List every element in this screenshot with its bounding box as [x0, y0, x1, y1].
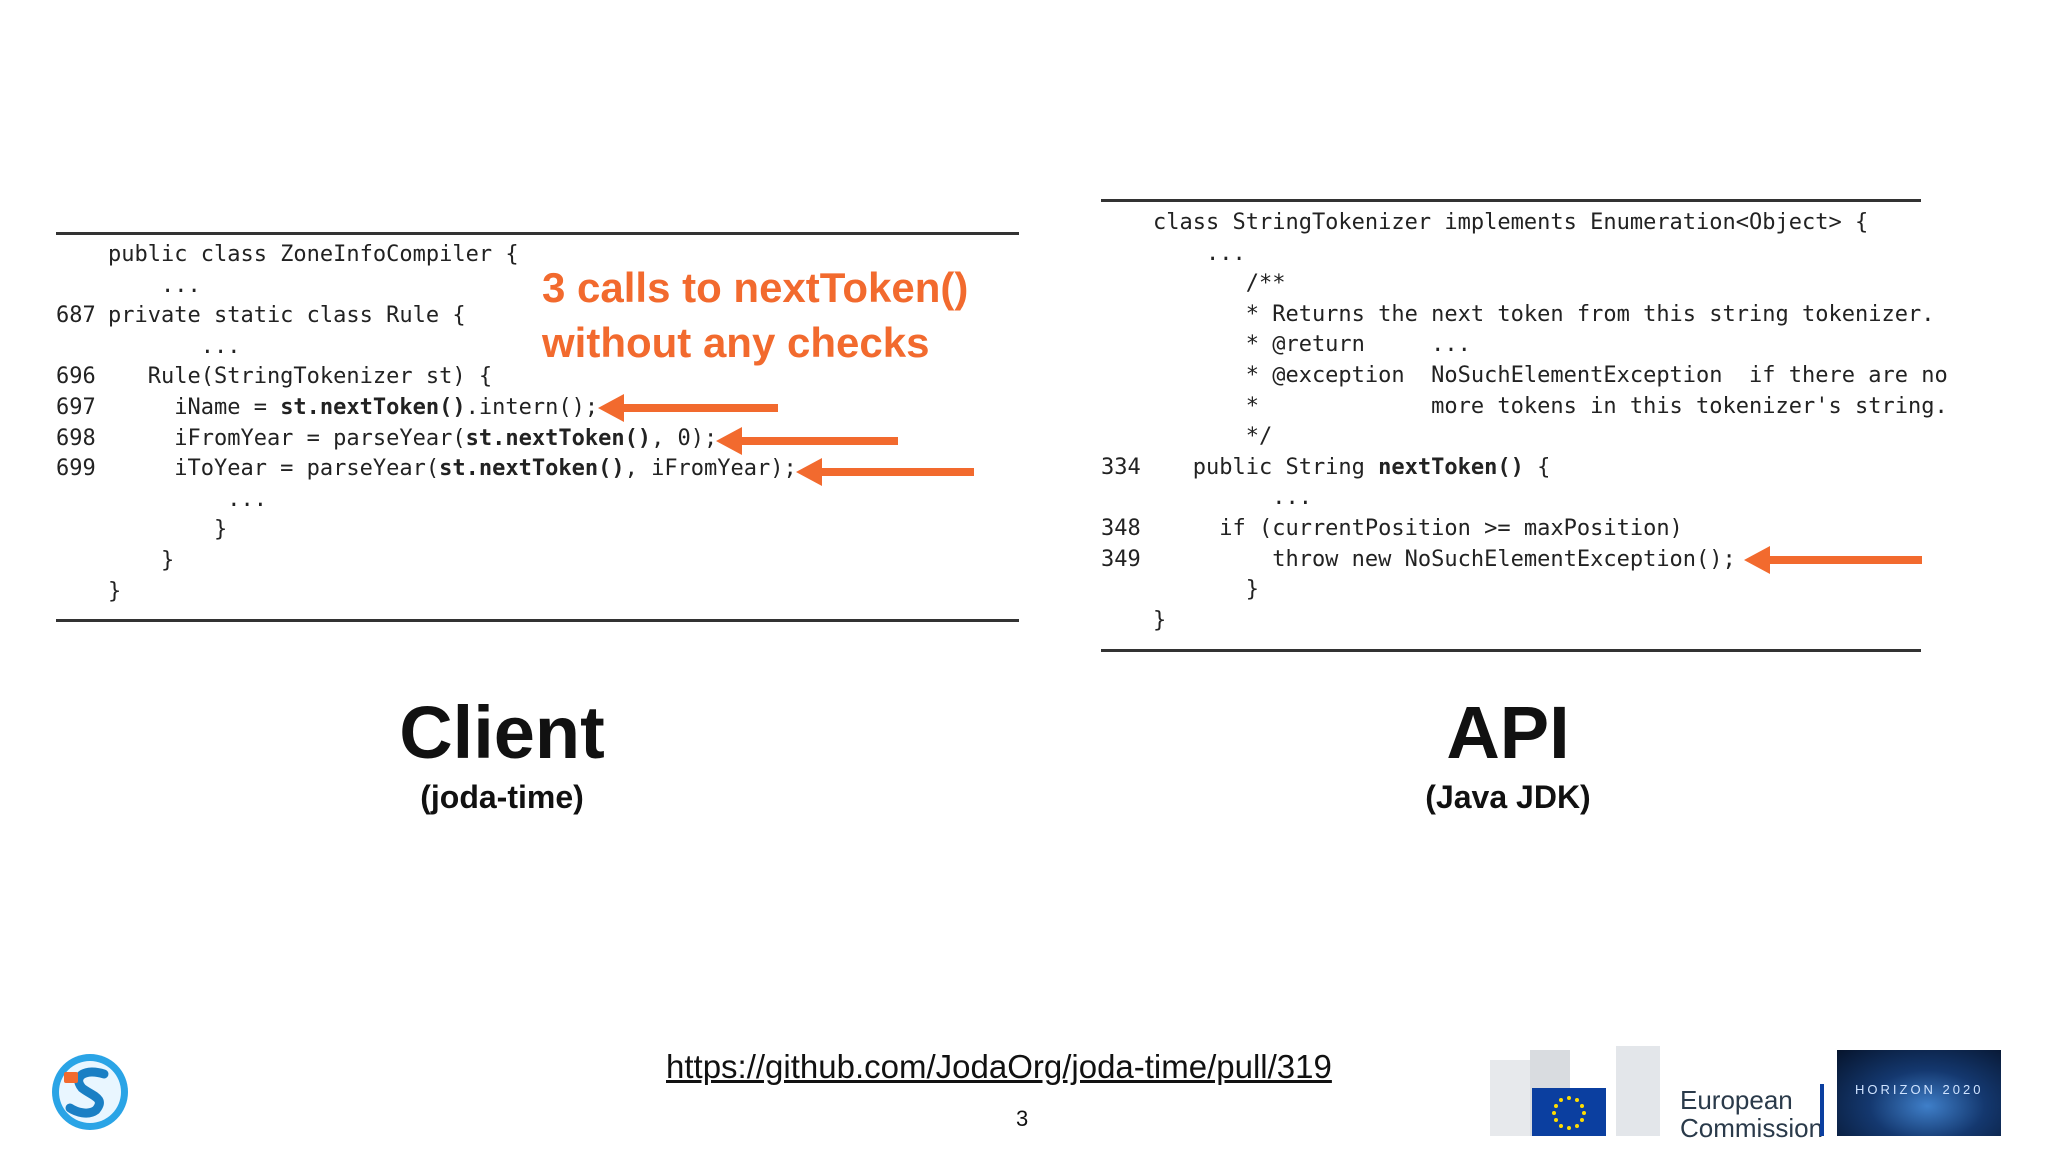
code-line: * Returns the next token from this strin… [1101, 300, 1948, 331]
client-top-rule [56, 232, 1019, 235]
code-line: 696 Rule(StringTokenizer st) { [56, 362, 797, 393]
code-text: ... [108, 333, 241, 359]
code-text: */ [1153, 424, 1273, 450]
code-text: } [108, 547, 175, 573]
code-text: * @return ... [1153, 332, 1471, 358]
code-text: private static class Rule { [108, 303, 466, 329]
annotation-line-1: 3 calls to nextToken() [542, 264, 969, 311]
code-text: * @exception NoSuchElementException if t… [1153, 362, 1948, 388]
code-line: } [56, 515, 797, 546]
code-text: if (currentPosition >= maxPosition) [1153, 515, 1683, 541]
code-line: 348 if (currentPosition >= maxPosition) [1101, 514, 1948, 545]
code-line: 687 private static class Rule { [56, 301, 797, 332]
line-number: 697 [56, 394, 96, 420]
ec-divider [1820, 1084, 1824, 1136]
code-line: class StringTokenizer implements Enumera… [1101, 208, 1948, 239]
api-code-block: class StringTokenizer implements Enumera… [1101, 208, 1948, 636]
code-line: * more tokens in this tokenizer's string… [1101, 392, 1948, 423]
code-line: 697 iName = st.nextToken().intern(); [56, 393, 797, 424]
european-commission-logo: European Commission [1490, 1046, 1824, 1142]
code-line: /** [1101, 269, 1948, 300]
code-line: ... [1101, 483, 1948, 514]
code-text-tail: { [1523, 454, 1551, 480]
line-number: 687 [56, 303, 96, 329]
arrow-349-icon [1744, 546, 1922, 574]
code-line: */ [1101, 422, 1948, 453]
client-code-block: public class ZoneInfoCompiler { ... 687 pr… [56, 240, 797, 607]
ec-label-line-1: European [1680, 1085, 1793, 1115]
code-line: } [1101, 606, 1948, 637]
line-number: 349 [1101, 546, 1141, 572]
client-heading: Client (joda-time) [300, 690, 704, 816]
client-subtitle: (joda-time) [420, 779, 584, 815]
page-number: 3 [1016, 1106, 1029, 1131]
line-number: 696 [56, 364, 96, 390]
code-text: ... [1153, 485, 1312, 511]
code-line: 699 iToYear = parseYear(st.nextToken(), … [56, 454, 797, 485]
code-line: * @exception NoSuchElementException if t… [1101, 361, 1948, 392]
horizon-2020-logo: HORIZON 2020 [1837, 1050, 2001, 1136]
code-text: throw new NoSuchElementException(); [1153, 546, 1736, 572]
ec-building-icon [1490, 1046, 1660, 1136]
arrow-699-icon [796, 458, 974, 486]
line-number: 334 [1101, 454, 1141, 480]
code-line: 349 throw new NoSuchElementException(); [1101, 545, 1948, 576]
code-text: ... [108, 272, 201, 298]
code-text-tail: , 0); [651, 425, 718, 451]
code-line: } [56, 577, 797, 608]
horizon-label: HORIZON 2020 [1855, 1082, 1984, 1097]
pull-request-link[interactable]: https://github.com/JodaOrg/joda-time/pul… [666, 1048, 1332, 1085]
annotation-line-2: without any checks [542, 319, 930, 366]
api-heading: API (Java JDK) [1306, 690, 1710, 816]
api-bottom-rule [1101, 649, 1921, 652]
code-line: ... [1101, 239, 1948, 270]
code-line: ... [56, 485, 797, 516]
code-text: * Returns the next token from this strin… [1153, 301, 1935, 327]
code-highlight: st.nextToken() [280, 394, 466, 420]
code-text: iName = [108, 394, 281, 420]
api-title: API [1446, 691, 1570, 774]
ec-label-line-2: Commission [1680, 1113, 1824, 1143]
api-subtitle: (Java JDK) [1425, 779, 1591, 815]
code-text: } [108, 517, 228, 543]
code-highlight: st.nextToken() [465, 425, 652, 451]
code-text: iToYear = parseYear( [108, 456, 440, 482]
code-text: /** [1153, 271, 1286, 297]
code-text: public String [1153, 454, 1379, 480]
code-text: public class ZoneInfoCompiler { [108, 242, 519, 267]
code-text: ... [1153, 240, 1246, 266]
code-text: iFromYear = parseYear( [108, 425, 466, 451]
code-highlight: nextToken() [1378, 454, 1524, 480]
code-line: 334 public String nextToken() { [1101, 453, 1948, 484]
code-text: } [1153, 577, 1259, 603]
arrow-698-icon [716, 427, 898, 455]
code-text-tail: , iFromYear); [624, 456, 797, 482]
line-number: 699 [56, 456, 96, 482]
code-line: 698 iFromYear = parseYear(st.nextToken()… [56, 424, 797, 455]
client-bottom-rule [56, 619, 1019, 622]
code-text: } [108, 578, 122, 604]
code-line: * @return ... [1101, 330, 1948, 361]
code-text: * more tokens in this tokenizer's string… [1153, 393, 1948, 419]
code-line: } [1101, 575, 1948, 606]
code-highlight: st.nextToken() [439, 456, 625, 482]
code-text: } [1153, 607, 1167, 633]
code-text-tail: .intern(); [465, 394, 599, 420]
client-title: Client [399, 691, 605, 774]
code-text: Rule(StringTokenizer st) { [108, 364, 493, 390]
code-text: class StringTokenizer implements Enumera… [1153, 210, 1869, 235]
api-top-rule [1101, 199, 1921, 202]
ec-label: European Commission [1680, 1086, 1823, 1142]
code-line: ... [56, 271, 797, 302]
code-text: ... [108, 486, 267, 512]
line-number: 698 [56, 425, 96, 451]
annotation-text: 3 calls to nextToken() without any check… [542, 260, 968, 370]
code-line: public class ZoneInfoCompiler { [56, 240, 797, 271]
arrow-697-icon [598, 394, 778, 422]
code-line: ... [56, 332, 797, 363]
line-number: 348 [1101, 515, 1141, 541]
code-line: } [56, 546, 797, 577]
project-logo-icon [52, 1054, 128, 1130]
